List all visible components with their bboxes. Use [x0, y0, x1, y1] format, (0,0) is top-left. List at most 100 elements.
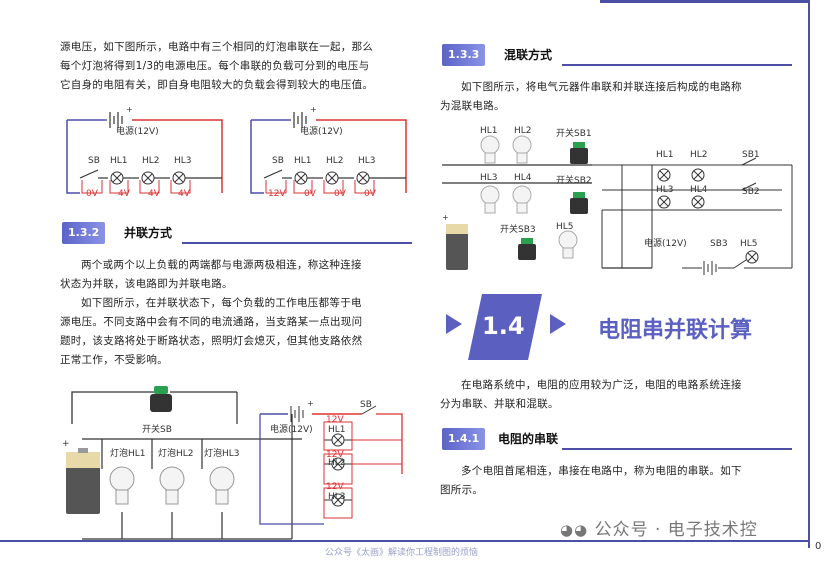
text-line: 图所示。	[440, 484, 484, 496]
switch-label: 开关SB	[142, 425, 172, 435]
section-number: 1.3.3	[442, 44, 486, 66]
section-title: 混联方式	[504, 48, 553, 62]
voltage-label: 12V	[326, 482, 344, 492]
lamp-label: HL2	[328, 458, 346, 468]
voltage-label: 0V	[364, 189, 376, 199]
bottom-bar	[0, 540, 810, 542]
text-line: 题时，该支路将处于断路状态，照明灯会熄灭，但其他支路依然	[60, 335, 363, 347]
chapter-number: 1.4	[482, 312, 525, 340]
voltage-label: 4V	[178, 189, 190, 199]
switch-label: SB	[360, 400, 372, 410]
lamp-label: HL5	[740, 239, 758, 249]
bulb-label: HL5	[556, 222, 574, 232]
switch-label: 开关SB2	[556, 176, 592, 186]
text-line: 源电压，如下图所示，电路中有三个相同的灯泡串联在一起，那么	[60, 41, 374, 53]
lamp-label: HL2	[142, 156, 160, 166]
section-heading-141: 1.4.1 电阻的串联	[442, 428, 792, 450]
text-line: 如下图所示，在并联状态下，每个负载的工作电压都等于电	[81, 297, 362, 309]
text-line: 两个或两个以上负载的两端都与电源两极相连，称这种连接	[81, 259, 362, 271]
source-label: 电源(12V)	[270, 425, 313, 435]
lamp-label: HL1	[656, 150, 674, 160]
text-line: 正常工作，不受影响。	[60, 354, 168, 366]
bulb-label: HL2	[514, 126, 532, 136]
text-line: 它自身的电阻有关，即自身电阻较大的负载会得到较大的电压值。	[60, 79, 374, 91]
series-intro-text: 源电压，如下图所示，电路中有三个相同的灯泡串联在一起，那么 每个灯泡将得到1/3…	[60, 38, 415, 95]
bulb-label: HL4	[514, 173, 532, 183]
switch-label: SB2	[742, 187, 760, 197]
parallel-description: 两个或两个以上负载的两端都与电源两极相连，称这种连接 状态为并联，该电路即为并联…	[60, 256, 415, 370]
text-line: 源电压。不同支路中会有不同的电流通路，当支路某一点出现问	[60, 316, 363, 328]
text-line: 状态为并联，该电路即为并联电路。	[60, 278, 233, 290]
lamp-label: HL3	[328, 492, 346, 502]
chapter-title: 电阻串并联计算	[598, 318, 753, 343]
lamp-label: HL3	[656, 185, 674, 195]
svg-text:+: +	[307, 399, 314, 408]
voltage-label: 12V	[268, 189, 286, 199]
switch-label: SB	[272, 156, 284, 166]
lamp-label: HL3	[358, 156, 376, 166]
text-line: 为混联电路。	[440, 100, 505, 112]
switch-label: 开关SB1	[556, 129, 592, 139]
text-line: 每个灯泡将得到1/3的电源电压。每个串联的负载可分到的电压与	[60, 60, 370, 72]
section-title: 电阻的串联	[498, 432, 559, 446]
section-number: 1.3.2	[62, 222, 106, 244]
switch-label: 开关SB3	[500, 225, 536, 235]
svg-text:+: +	[310, 105, 317, 114]
watermark-text: 公众号 · 电子技术控	[594, 520, 758, 540]
voltage-label: 0V	[304, 189, 316, 199]
top-bar	[0, 0, 824, 548]
chapter-banner	[446, 294, 566, 360]
footer-text: 公众号《太画》解读你工程制图的烦恼	[325, 548, 479, 558]
lamp-label: HL4	[690, 185, 708, 195]
source-label: 电源(12V)	[116, 127, 159, 137]
lamp-label: HL2	[690, 150, 708, 160]
bulb-label: 灯泡HL2	[158, 449, 194, 459]
series-circuit-diagram-1: +	[66, 105, 223, 194]
lamp-label: HL1	[328, 425, 346, 435]
chapter-intro-text: 在电路系统中，电阻的应用较为广泛，电阻的电路系统连接 分为串联、并联和混联。	[440, 376, 795, 414]
lamp-label: HL1	[294, 156, 312, 166]
right-margin-line	[808, 0, 810, 548]
bulb-label: 灯泡HL1	[110, 449, 146, 459]
switch-label: SB	[88, 156, 100, 166]
lamp-label: HL3	[174, 156, 192, 166]
svg-text:+: +	[62, 439, 70, 449]
bulb-label: 灯泡HL3	[204, 449, 240, 459]
text-line: 分为串联、并联和混联。	[440, 398, 559, 410]
source-label: 电源(12V)	[300, 127, 343, 137]
text-line: 如下图所示，将电气元器件串联和并联连接后构成的电路称	[461, 81, 742, 93]
watermark: ◕◕ 公众号 · 电子技术控	[560, 515, 758, 540]
section-rule	[562, 448, 792, 450]
voltage-label: 4V	[118, 189, 130, 199]
wechat-icon: ◕◕	[560, 521, 589, 539]
bulb-label: HL3	[480, 173, 498, 183]
lamp-label: HL1	[110, 156, 128, 166]
switch-label: SB3	[710, 239, 728, 249]
voltage-label: 4V	[148, 189, 160, 199]
lamp-label: HL2	[326, 156, 344, 166]
voltage-label: 12V	[326, 415, 344, 425]
top-accent-strip	[600, 0, 810, 3]
section-number: 1.4.1	[442, 428, 486, 450]
mixed-description: 如下图所示，将电气元器件串联和并联连接后构成的电路称 为混联电路。	[440, 78, 795, 116]
voltage-label: 12V	[326, 450, 344, 460]
svg-text:+: +	[126, 105, 133, 114]
section-rule	[562, 64, 792, 66]
voltage-label: 0V	[86, 189, 98, 199]
section-heading-132: 1.3.2 并联方式	[62, 222, 412, 244]
mixed-circuit-diagram: +	[442, 135, 793, 275]
section-title: 并联方式	[124, 226, 173, 240]
section-rule	[182, 242, 412, 244]
switch-label: SB1	[742, 150, 760, 160]
section-heading-133: 1.3.3 混联方式	[442, 44, 792, 66]
bulb-label: HL1	[480, 126, 498, 136]
text-line: 在电路系统中，电阻的应用较为广泛，电阻的电路系统连接	[461, 379, 742, 391]
svg-text:+: +	[442, 213, 449, 222]
source-label: 电源(12V)	[644, 239, 687, 249]
text-line: 多个电阻首尾相连，串接在电路中，称为电阻的串联。如下	[461, 465, 742, 477]
parallel-circuit-diagram: + +	[62, 386, 403, 540]
series-circuit-diagram-2: +	[250, 105, 407, 194]
page-number: 0	[815, 541, 822, 552]
series-resistor-text: 多个电阻首尾相连，串接在电路中，称为电阻的串联。如下 图所示。	[440, 462, 795, 500]
voltage-label: 0V	[334, 189, 346, 199]
